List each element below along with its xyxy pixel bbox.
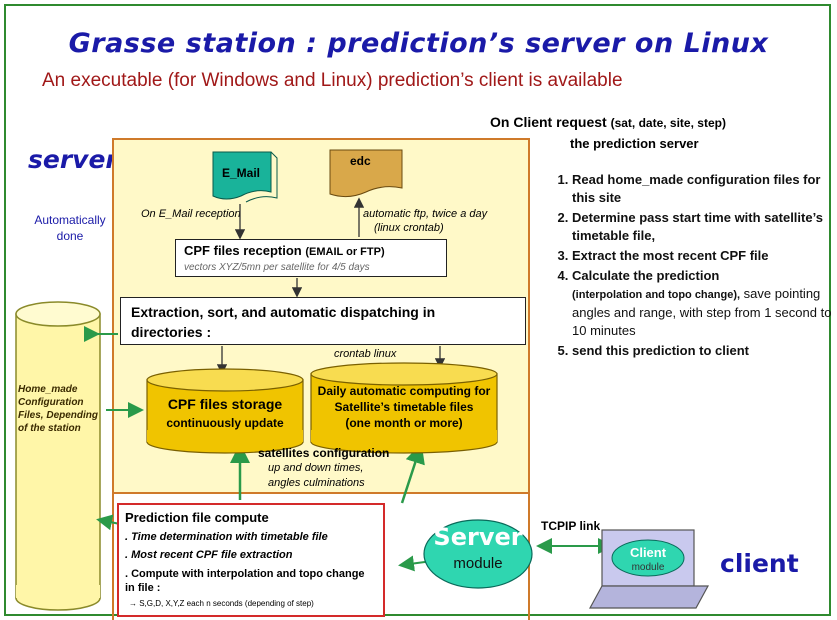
daily-line3: (one month or more) xyxy=(345,416,463,430)
client-request-heading: On Client request (sat, date, site, step… xyxy=(490,114,835,130)
edc-document-icon xyxy=(329,149,403,198)
sat-config-title: satellites configuration xyxy=(258,446,390,460)
crontab-linux-label: crontab linux xyxy=(334,348,397,360)
client-label: client xyxy=(720,549,799,578)
step-4-label: Calculate the prediction xyxy=(572,268,720,283)
step-item-3: Extract the most recent CPF file xyxy=(572,247,836,265)
step-4-extra: save pointing angles and range, with ste… xyxy=(572,286,832,338)
linux-crontab-label: (linux crontab) xyxy=(374,222,444,234)
daily-line1: Daily automatic computing for xyxy=(317,384,491,398)
cpf-reception-sub: vectors XYZ/5mn per satellite for 4/5 da… xyxy=(184,262,370,273)
daily-line2: Satellite’s timetable files xyxy=(334,400,474,414)
step-2-label: Determine pass start time with satellite… xyxy=(572,210,823,243)
client-laptop-icon xyxy=(588,529,710,609)
prediction-title: Prediction file compute xyxy=(125,510,269,525)
prediction-item-3: . Compute with interpolation and topo ch… xyxy=(125,568,365,594)
prediction-item-2: . Most recent CPF file extraction xyxy=(125,549,293,561)
extraction-box: Extraction, sort, and automatic dispatch… xyxy=(120,297,526,345)
extraction-line2: directories : xyxy=(131,324,212,340)
server-label: server xyxy=(28,145,118,174)
sat-config-line2: angles culminations xyxy=(268,477,365,489)
step-item-5: send this prediction to client xyxy=(572,342,836,360)
cpf-reception-box: CPF files reception (EMAIL or FTP) vecto… xyxy=(175,239,447,277)
on-email-reception-label: On E_Mail reception xyxy=(141,208,241,220)
cpf-reception-title: CPF files reception xyxy=(184,243,302,258)
client-request-sub: the prediction server xyxy=(570,136,699,151)
diagram-frame xyxy=(4,4,831,616)
cpf-storage-cylinder xyxy=(146,368,304,454)
panel-left-border xyxy=(112,494,114,620)
email-document-icon xyxy=(212,151,278,203)
prediction-item-1: . Time determination with timetable file xyxy=(125,531,328,543)
diagram-title: Grasse station : prediction’s server on … xyxy=(68,28,769,59)
step-3-label: Extract the most recent CPF file xyxy=(572,248,769,263)
server-module-title: Server xyxy=(433,523,523,551)
cpf-reception-suffix: (EMAIL or FTP) xyxy=(305,246,385,258)
tcp-link-label: TCPIP link xyxy=(541,519,601,533)
home-made-config-label: Home_made Configuration Files, Depending… xyxy=(18,384,99,434)
extraction-line1: Extraction, sort, and automatic dispatch… xyxy=(131,304,436,320)
prediction-arrow: → S,G,D, X,Y,Z each n seconds (depending… xyxy=(129,599,314,608)
step-4-detail: (interpolation and topo change), xyxy=(572,289,741,301)
edc-label: edc xyxy=(350,154,371,168)
step-5-label: send this prediction to client xyxy=(572,343,749,358)
step-1-label: Read home_made configuration files for t… xyxy=(572,172,821,205)
server-module-ellipse xyxy=(423,519,533,589)
server-module-sub: module xyxy=(453,555,503,572)
client-module-title: Client xyxy=(629,545,667,560)
client-module-sub: module xyxy=(631,562,665,573)
automatically-done-label: Automatically done xyxy=(34,213,106,243)
diagram-subtitle: An executable (for Windows and Linux) pr… xyxy=(42,70,623,91)
sat-config-line1: up and down times, xyxy=(268,462,364,474)
email-label: E_Mail xyxy=(222,166,261,180)
prediction-compute-box: Prediction file compute . Time determina… xyxy=(117,503,385,617)
cpf-storage-line2: continuously update xyxy=(166,416,284,430)
automatic-ftp-label: automatic ftp, twice a day xyxy=(363,208,488,220)
client-request-params: (sat, date, site, step) xyxy=(610,116,726,130)
step-item-4: Calculate the prediction (interpolation a… xyxy=(572,267,836,340)
client-request-title: On Client request xyxy=(490,114,607,130)
server-steps-list: Read home_made configuration files for t… xyxy=(546,171,836,362)
step-item-2: Determine pass start time with satellite… xyxy=(572,209,836,245)
home-made-config-cylinder xyxy=(15,301,101,611)
step-item-1: Read home_made configuration files for t… xyxy=(572,171,836,207)
cpf-storage-line1: CPF files storage xyxy=(167,396,283,412)
daily-computing-cylinder xyxy=(310,362,498,454)
